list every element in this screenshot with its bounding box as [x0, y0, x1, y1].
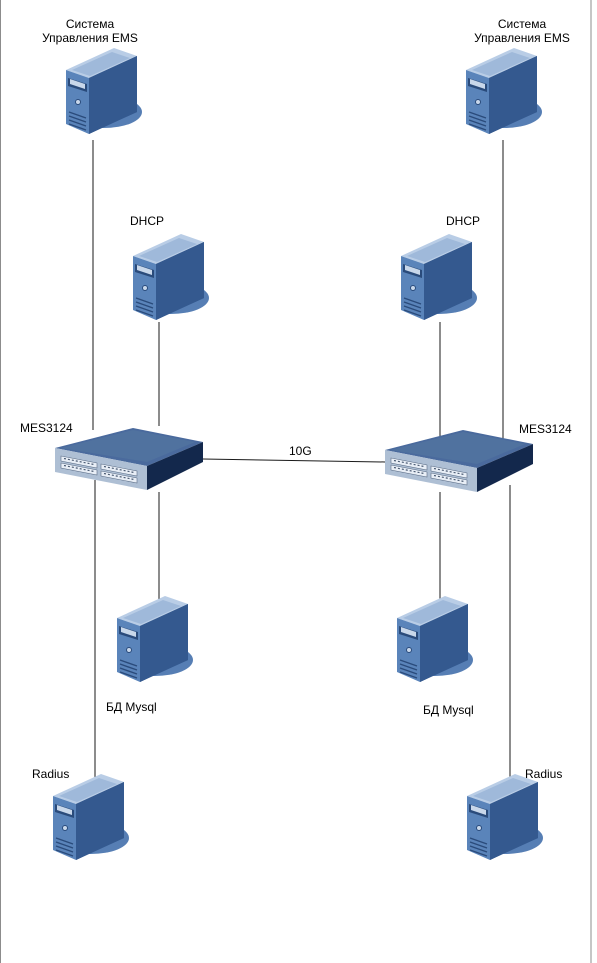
- switch-10g-link: [202, 458, 386, 463]
- left-switch-label: MES3124: [20, 421, 73, 435]
- left-radius-label: Radius: [32, 767, 70, 781]
- left-ems-server: [65, 47, 143, 135]
- right-radius-label: Radius: [525, 767, 563, 781]
- right-dhcp-server: [400, 233, 478, 321]
- left-dhcp-server: [132, 233, 210, 321]
- left-ems-label-line2: Управления EMS: [42, 31, 138, 45]
- left-db-server: [116, 595, 194, 683]
- link-10g-label: 10G: [289, 444, 312, 458]
- right-ems-label-line1: Система: [497, 17, 547, 31]
- right-ems-server: [465, 47, 543, 135]
- right-radius-server: [466, 773, 544, 861]
- left-ems-label: Система Управления EMS: [20, 17, 160, 45]
- left-switch: [54, 427, 204, 491]
- right-ems-label-line2: Управления EMS: [474, 31, 570, 45]
- right-db-label: БД Mysql: [423, 703, 474, 717]
- left-ems-label-line1: Система: [65, 17, 115, 31]
- right-dhcp-label: DHCP: [446, 214, 481, 228]
- right-switch-label: MES3124: [519, 422, 572, 436]
- right-ems-label: Система Управления EMS: [452, 17, 592, 45]
- left-db-label: БД Mysql: [106, 700, 157, 714]
- right-db-server: [396, 595, 474, 683]
- left-radius-server: [52, 773, 130, 861]
- left-dhcp-label: DHCP: [130, 214, 165, 228]
- right-switch: [384, 429, 534, 493]
